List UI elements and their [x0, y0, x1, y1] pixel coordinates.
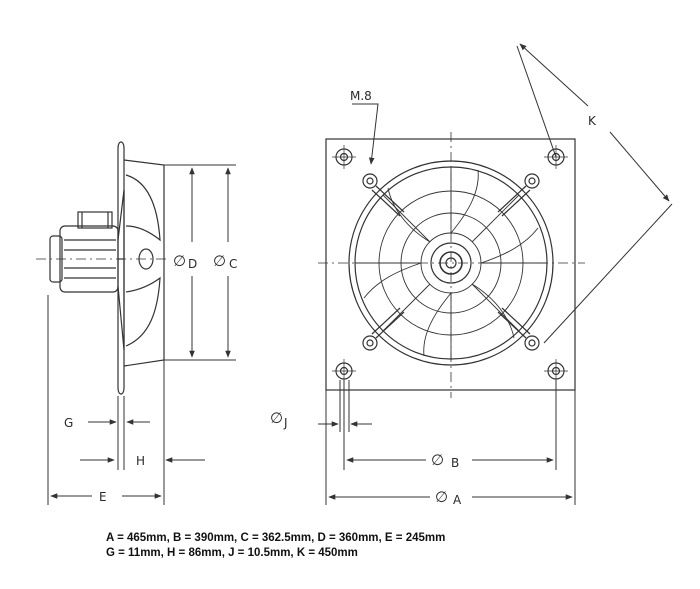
dimension-captions: A = 465mm, B = 390mm, C = 362.5mm, D = 3…: [106, 531, 445, 561]
caption-line-2: G = 11mm, H = 86mm, J = 10.5mm, K = 450m…: [106, 547, 358, 559]
dim-label-d-diameter: ∅: [173, 252, 186, 270]
fan-dimension-drawing: ∅ D ∅ C G H E: [36, 43, 673, 507]
dim-label-c: C: [229, 257, 237, 271]
dim-label-j-diameter: ∅: [270, 409, 283, 427]
motor-body: [59, 225, 119, 293]
front-dimensions: [318, 43, 673, 505]
fan-hub: [430, 242, 472, 284]
dim-label-h: H: [136, 454, 145, 468]
dim-label-a-diameter: ∅: [435, 488, 448, 506]
dim-label-d: D: [188, 257, 197, 271]
dim-label-g: G: [64, 416, 73, 430]
mounting-plate-side: [117, 141, 125, 395]
corner-hole-top-left: [332, 145, 356, 169]
dim-label-b-diameter: ∅: [431, 451, 444, 469]
mounting-plate-front: [325, 138, 576, 391]
dim-label-m8: M.8: [350, 89, 372, 103]
dim-label-k: K: [588, 114, 597, 128]
dim-label-e: E: [99, 490, 107, 504]
dim-label-a: A: [453, 493, 462, 507]
dim-label-j: J: [283, 416, 288, 430]
corner-hole-bottom-left: [332, 359, 356, 383]
caption-line-1: A = 465mm, B = 390mm, C = 362.5mm, D = 3…: [106, 532, 446, 544]
dim-label-b: B: [451, 456, 459, 470]
corner-hole-bottom-right: [544, 359, 568, 383]
side-view: [36, 141, 170, 395]
front-view: [318, 132, 585, 398]
dim-label-c-diameter: ∅: [213, 252, 226, 270]
blade-profile: [123, 159, 165, 367]
side-dimensions: [47, 164, 236, 505]
terminal-box: [77, 211, 113, 229]
